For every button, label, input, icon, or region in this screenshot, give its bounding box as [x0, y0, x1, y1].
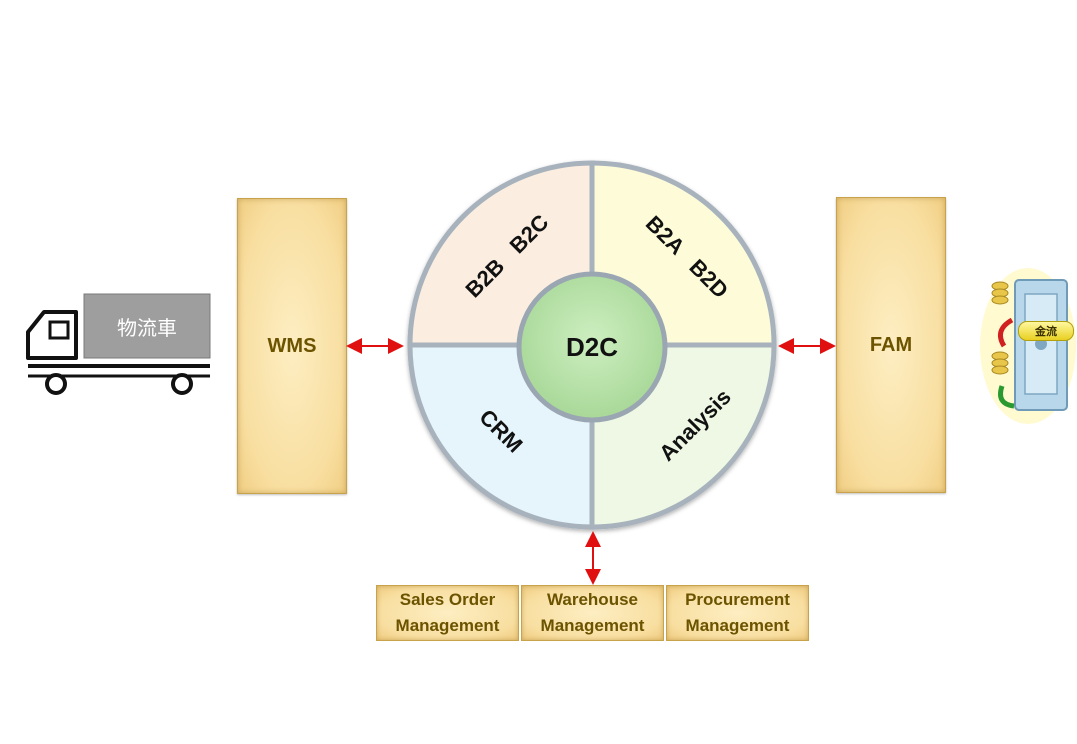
- truck-cargo-label: 物流車: [117, 315, 177, 340]
- coin-stack-icon: [991, 281, 1009, 375]
- procurement-management-box: Procurement Management: [666, 585, 809, 641]
- module-label-line1: Warehouse: [546, 590, 638, 609]
- center-label: D2C: [566, 332, 618, 362]
- truck-icon: [26, 293, 211, 395]
- module-label-line2: Management: [395, 616, 500, 635]
- warehouse-management-box: Warehouse Management: [521, 585, 664, 641]
- red-flow-arrow-icon: [997, 317, 1014, 348]
- fam-label: FAM: [869, 333, 913, 356]
- money-flow-icon: [980, 268, 1076, 424]
- sales-order-management-box: Sales Order Management: [376, 585, 519, 641]
- module-label-line1: Sales Order: [399, 590, 496, 609]
- module-label-line2: Management: [540, 616, 645, 635]
- module-label-line1: Procurement: [685, 590, 790, 609]
- green-flow-arrow-icon: [998, 385, 1015, 409]
- fam-box: FAM: [836, 197, 946, 493]
- wms-box: WMS: [237, 198, 347, 494]
- money-flow-badge: 金流: [1018, 321, 1074, 341]
- module-row: Sales Order Management Warehouse Managem…: [376, 585, 811, 641]
- module-label-line2: Management: [685, 616, 790, 635]
- center-circle: [516, 271, 668, 423]
- wms-label: WMS: [267, 334, 317, 357]
